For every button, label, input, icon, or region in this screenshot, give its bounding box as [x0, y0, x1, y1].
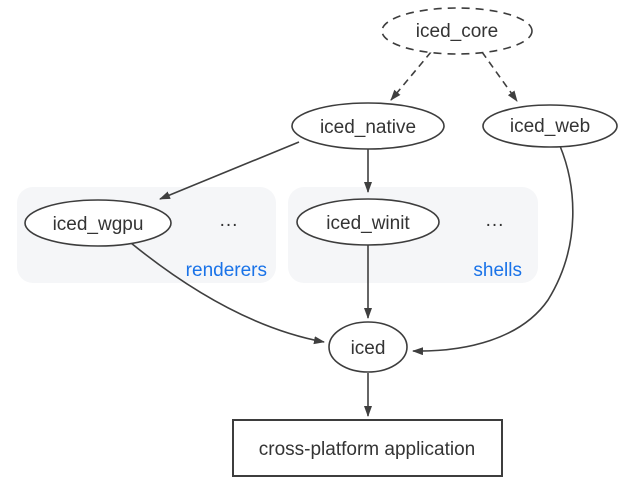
edge-web-to-iced — [412, 145, 574, 356]
edge-native-to-wgpu — [159, 141, 300, 200]
node-iced-web-label: iced_web — [510, 116, 590, 137]
node-iced — [328, 321, 408, 373]
group-shells-label: shells — [473, 260, 522, 281]
node-iced-wgpu — [24, 199, 172, 247]
node-iced-winit — [296, 198, 440, 246]
renderers-ellipsis: ... — [220, 210, 239, 231]
edge-core-to-native — [390, 51, 432, 101]
node-iced-winit-label: iced_winit — [326, 213, 410, 234]
node-iced-native — [291, 102, 445, 150]
node-app — [232, 419, 503, 477]
edge-wgpu-to-iced — [130, 242, 325, 345]
node-iced-native-label: iced_native — [320, 117, 416, 138]
shells-ellipsis: ... — [486, 210, 505, 231]
edge-core-to-web — [481, 51, 518, 102]
group-renderers-label: renderers — [186, 260, 267, 281]
node-iced-wgpu-label: iced_wgpu — [53, 214, 144, 235]
node-iced-core-label: iced_core — [416, 21, 498, 42]
node-iced-label: iced — [351, 338, 386, 359]
node-iced-web — [482, 104, 618, 148]
node-app-label: cross-platform application — [259, 439, 475, 460]
node-iced-core — [381, 7, 533, 55]
